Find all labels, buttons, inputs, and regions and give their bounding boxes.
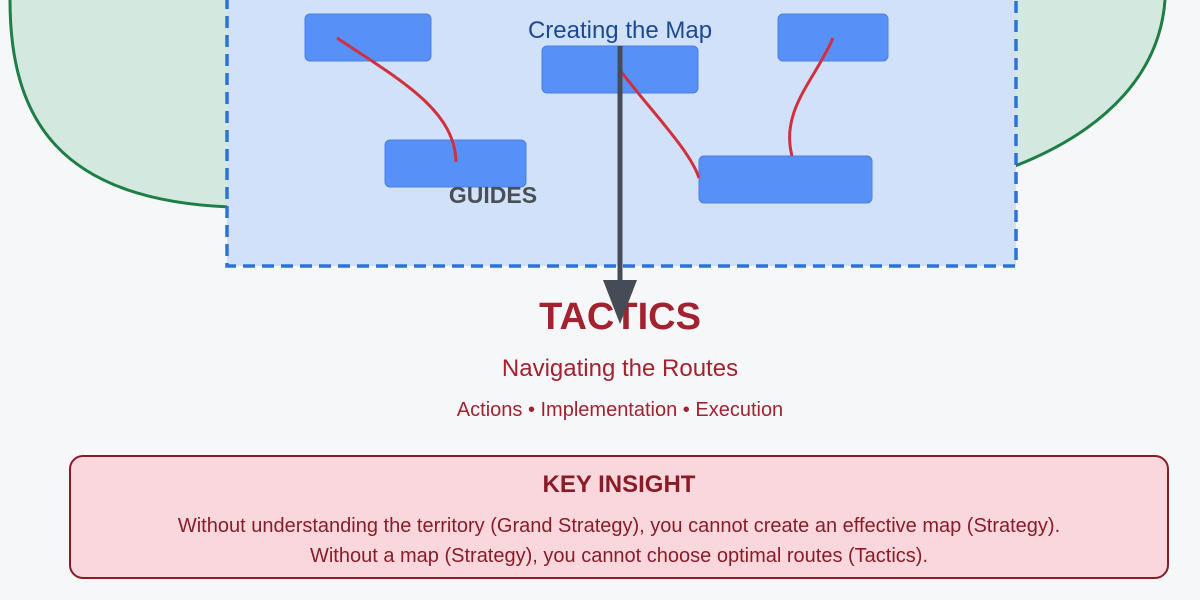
route-node: [384, 139, 527, 188]
territory-blob-left: [10, 0, 230, 207]
flow-arrow-head: [603, 280, 637, 324]
strategy-map-title: Creating the Map: [528, 17, 712, 44]
key-insight-title: KEY INSIGHT: [542, 471, 696, 498]
guides-label: GUIDES: [449, 182, 537, 208]
route-node: [698, 155, 873, 204]
tactics-subtitle: Navigating the Routes: [502, 355, 738, 382]
route-node: [777, 13, 889, 62]
key-insight-box: KEY INSIGHT Without understanding the te…: [69, 455, 1169, 579]
route-line: [336, 36, 458, 163]
territory-blob-left-edge: [8, 0, 231, 209]
territory-blob-right-edge: [1009, 0, 1167, 170]
key-insight-line: Without understanding the territory (Gra…: [177, 515, 1061, 537]
tactics-items: Actions • Implementation • Execution: [457, 399, 783, 421]
route-node: [304, 13, 432, 62]
territory-blob-right: [1010, 0, 1165, 168]
route-line: [788, 37, 835, 157]
key-insight-line: Without a map (Strategy), you cannot cho…: [309, 545, 929, 567]
route-line: [618, 69, 701, 179]
